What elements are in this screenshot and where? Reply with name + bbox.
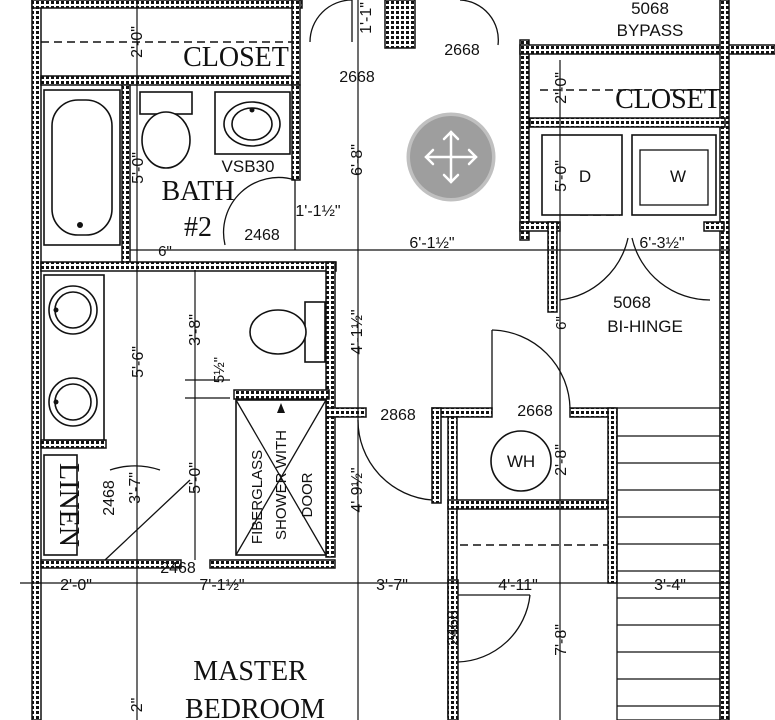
closet-right-label: CLOSET <box>615 84 721 115</box>
bypass-label: BYPASS <box>617 21 684 40</box>
dim-bottom-stair: 4'-11" <box>498 577 538 594</box>
dryer-label: D <box>579 167 591 186</box>
dim-bottom-hall: 3'-7" <box>376 577 408 594</box>
dim-master-depth: 2" <box>129 698 146 713</box>
dim-bottom-right: 3'-4" <box>654 577 686 594</box>
toilet-master <box>249 301 326 363</box>
water-heater-label: WH <box>507 452 535 471</box>
bathtub <box>43 89 121 246</box>
door-lower-label: 2468 <box>445 610 462 646</box>
dim-closet-right-depth: 2'-0" <box>553 72 570 104</box>
move-handle-button[interactable] <box>403 109 499 205</box>
dim-top-small: 1'-1" <box>358 2 375 34</box>
bath2-label: BATH <box>161 176 234 207</box>
dim-bath2-depth: 5'-0" <box>130 152 147 184</box>
dim-wh-depth: 2'-8" <box>553 444 570 476</box>
dim-closet-depth: 2'-0" <box>129 26 146 58</box>
dim-linen-angle: 3'-7" <box>127 472 144 504</box>
walls <box>31 0 775 720</box>
dim-vanity-length: 5'-6" <box>130 346 147 378</box>
dim-hall-height: 6'-8" <box>349 144 366 176</box>
dim-bottom-left: 2'-0" <box>60 577 92 594</box>
dim-stair-depth: 7'-8" <box>553 624 570 656</box>
dim-laundry-depth: 5'-0" <box>553 160 570 192</box>
vanity-sinks <box>43 274 105 441</box>
sink-bath2 <box>214 91 291 155</box>
linen-label: LINEN <box>53 463 84 547</box>
master-label: MASTER <box>193 656 307 687</box>
dim-hall-width: 6'-1½" <box>409 235 454 252</box>
washer-label: W <box>670 167 686 186</box>
door-linen-label: 2468 <box>101 480 118 516</box>
door-top-center-label: 2668 <box>444 42 480 59</box>
bypass-size-label: 5068 <box>631 0 669 18</box>
door-hall-label: 2868 <box>380 407 416 424</box>
bath2-number: #2 <box>184 212 212 243</box>
dim-shower-depth: 5'-0" <box>187 462 204 494</box>
dim-laundry-width: 6'-3½" <box>639 235 684 252</box>
door-bath2-label: 2468 <box>244 227 280 244</box>
bifold-size-label: 5068 <box>613 293 651 312</box>
dim-bath-tub-offset: 6" <box>158 243 172 260</box>
dimension-lines <box>20 0 730 720</box>
dim-hall-mid: 4'-1½" <box>349 309 366 354</box>
door-wh-label: 2668 <box>517 403 553 420</box>
closet-top-label: CLOSET <box>183 42 289 73</box>
toilet-bath2 <box>139 91 193 169</box>
shower-label-2: SHOWER WITH <box>273 430 290 540</box>
bedroom-label: BEDROOM <box>185 694 325 720</box>
door-top-left-label: 2668 <box>339 69 375 86</box>
stairs <box>616 407 721 720</box>
linen-closet <box>43 454 78 556</box>
shower-label-3: DOOR <box>299 472 316 517</box>
shower <box>235 399 327 556</box>
move-icon <box>424 130 478 184</box>
dim-bath2-door-offset: 1'-1½" <box>295 203 340 220</box>
washer-dryer <box>541 134 717 216</box>
shower-label-1: FIBERGLASS <box>249 450 266 544</box>
door-master-bath-label: 2468 <box>160 560 196 577</box>
vanity-label: VSB30 <box>222 157 275 176</box>
dim-hall-lower: 4'-9½" <box>349 467 366 512</box>
dim-wc-offset: 5½" <box>211 357 228 383</box>
bifold-label: BI-HINGE <box>607 317 683 336</box>
dim-bottom-bath: 7'-1½" <box>199 577 244 594</box>
water-heater <box>490 430 552 492</box>
dim-laundry-gap: 6" <box>553 316 570 330</box>
dim-wc-depth: 3'-8" <box>187 314 204 346</box>
